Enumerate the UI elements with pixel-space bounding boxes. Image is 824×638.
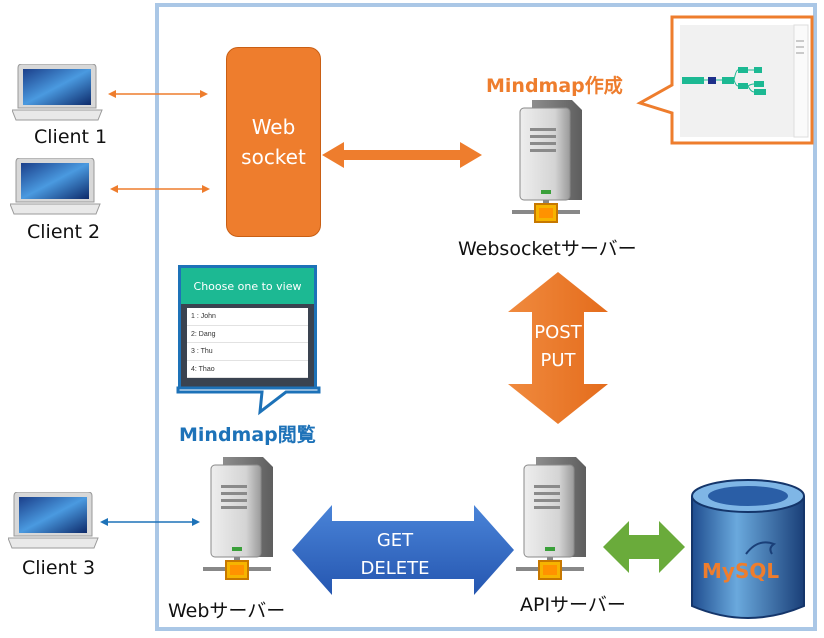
web-server-label: Webサーバー <box>168 600 286 622</box>
mysql-database-icon <box>691 479 805 619</box>
database-connection-arrow <box>603 521 685 573</box>
client1-label: Client 1 <box>34 126 108 148</box>
get-delete-label: GET DELETE <box>340 527 450 583</box>
client3-connection-arrow <box>100 518 200 526</box>
viewer-list-item[interactable]: 1 : John <box>187 308 308 326</box>
viewer-list-item[interactable]: 4: Thao <box>187 361 308 378</box>
client2-label: Client 2 <box>27 221 101 243</box>
viewer-list-item[interactable]: 2: Dang <box>187 326 308 343</box>
client2-connection-arrow <box>110 185 210 193</box>
web-server-icon <box>203 456 274 580</box>
viewer-callout-tail <box>176 386 321 416</box>
websocket-box: Web socket <box>226 47 321 237</box>
client3-label: Client 3 <box>22 557 96 579</box>
delete-label: DELETE <box>360 558 430 579</box>
main-system-frame <box>155 3 817 631</box>
mindmap-create-title: Mindmap作成 <box>486 75 623 97</box>
post-put-label: POST PUT <box>516 319 600 375</box>
post-put-arrow <box>508 272 608 424</box>
put-label: PUT <box>540 350 576 371</box>
client3-laptop-icon <box>8 492 99 549</box>
client1-laptop-icon <box>12 64 103 121</box>
client2-laptop-icon <box>10 158 101 215</box>
viewer-header: Choose one to view <box>181 268 314 304</box>
mysql-logo-text: MySQL <box>702 559 780 583</box>
client1-connection-arrow <box>108 90 208 98</box>
websocket-line2: socket <box>241 145 306 169</box>
viewer-list: 1 : John 2: Dang 3 : Thu 4: Thao <box>187 308 308 378</box>
websocket-server-connection-arrow <box>322 142 482 168</box>
mindmap-preview-callout <box>636 15 814 145</box>
api-server-label: APIサーバー <box>520 594 626 616</box>
mindmap-view-title: Mindmap閲覧 <box>179 424 316 446</box>
websocket-server-icon <box>512 99 583 223</box>
websocket-line1: Web <box>251 115 296 139</box>
get-delete-arrow <box>292 505 514 595</box>
post-label: POST <box>534 322 582 343</box>
viewer-list-item[interactable]: 3 : Thu <box>187 343 308 361</box>
mindmap-viewer-mockup: Choose one to view 1 : John 2: Dang 3 : … <box>178 265 317 391</box>
get-label: GET <box>376 530 414 551</box>
api-server-icon <box>516 456 587 580</box>
websocket-server-label: Websocketサーバー <box>458 238 637 260</box>
